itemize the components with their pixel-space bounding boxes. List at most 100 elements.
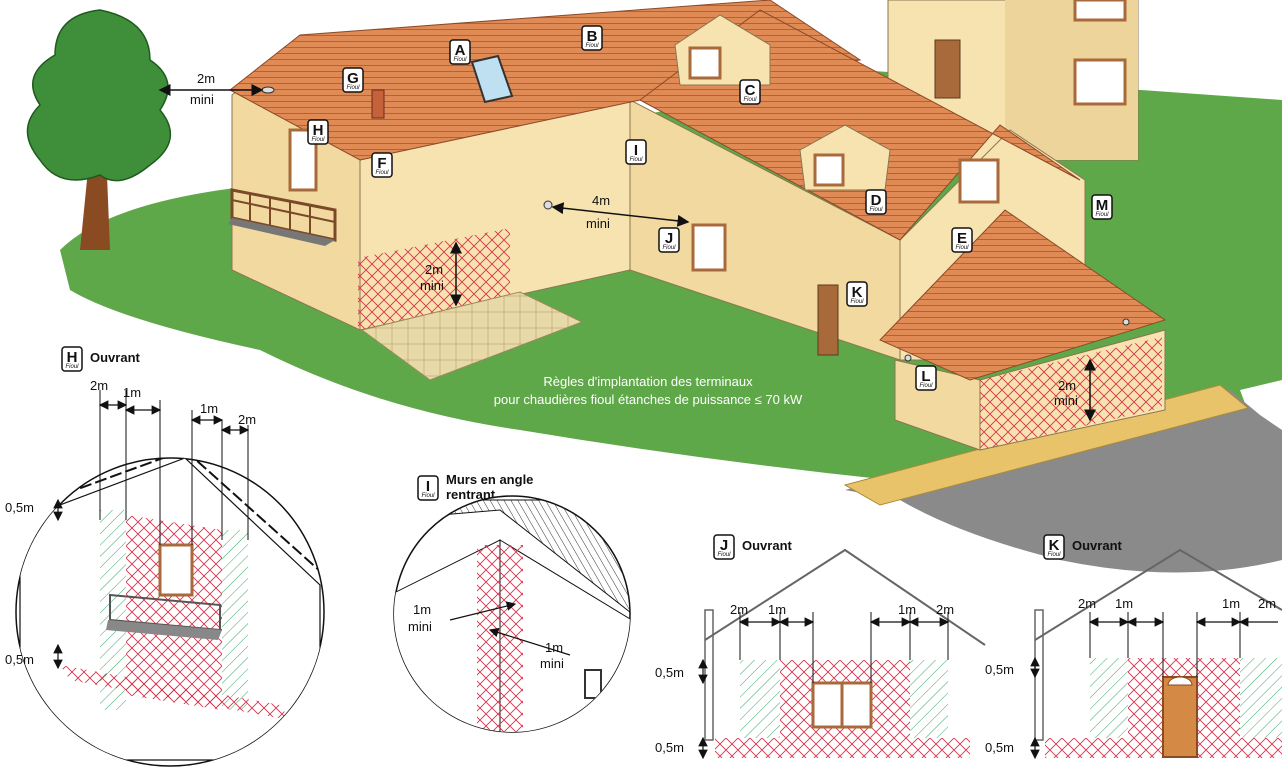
svg-text:Fioul: Fioul xyxy=(743,97,757,103)
tree-dist-label: 2m xyxy=(197,71,215,86)
detail-h: H Fioul Ouvrant 2m 1m 1m 2m xyxy=(5,346,325,767)
detail-i-a2m: mini xyxy=(540,656,564,671)
detail-k-v1: 0,5m xyxy=(985,662,1014,677)
svg-text:I: I xyxy=(634,142,638,159)
garage-h-label: 2m xyxy=(1058,378,1076,393)
detail-j-d3: 1m xyxy=(898,602,916,617)
road xyxy=(845,390,1282,573)
svg-text:Fioul: Fioul xyxy=(311,137,325,143)
svg-text:K: K xyxy=(1049,537,1060,554)
svg-text:C: C xyxy=(745,82,756,99)
marker-d: D Fioul xyxy=(865,189,887,215)
house xyxy=(228,0,1167,451)
marker-m: M Fioul xyxy=(1091,194,1113,220)
svg-text:Fioul: Fioul xyxy=(717,552,731,558)
svg-text:Fioul: Fioul xyxy=(346,85,360,91)
svg-text:M: M xyxy=(1096,197,1109,214)
detail-k-d2: 1m xyxy=(1115,596,1133,611)
marker-i: I Fioul xyxy=(625,139,647,165)
svg-text:L: L xyxy=(921,368,930,385)
garage-roof xyxy=(879,209,1167,381)
wall-dist-label: 4m xyxy=(592,193,610,208)
marker-f: F Fioul xyxy=(371,152,393,178)
detail-k-v2: 0,5m xyxy=(985,740,1014,755)
svg-text:H: H xyxy=(67,349,78,366)
svg-text:J: J xyxy=(720,537,728,554)
wall-mini-label: mini xyxy=(586,216,610,231)
marker-a: A Fioul xyxy=(449,39,471,65)
svg-text:Fioul: Fioul xyxy=(869,207,883,213)
detail-h-title: Ouvrant xyxy=(90,350,141,365)
detail-j-v2: 0,5m xyxy=(655,740,684,755)
marker-h: H Fioul xyxy=(307,119,329,145)
detail-j-d4: 2m xyxy=(936,602,954,617)
svg-text:Fioul: Fioul xyxy=(1047,552,1061,558)
svg-text:Fioul: Fioul xyxy=(662,245,676,251)
detail-k-d4: 2m xyxy=(1258,596,1276,611)
detail-i-a1m: mini xyxy=(408,619,432,634)
svg-text:Fioul: Fioul xyxy=(453,57,467,63)
detail-h-d3: 1m xyxy=(200,401,218,416)
detail-i-badge: I Fioul xyxy=(417,475,439,501)
svg-text:Fioul: Fioul xyxy=(850,299,864,305)
svg-text:Fioul: Fioul xyxy=(955,245,969,251)
marker-j: J Fioul xyxy=(658,227,680,253)
terrace xyxy=(360,291,584,381)
svg-text:E: E xyxy=(957,230,967,247)
detail-k-d3: 1m xyxy=(1222,596,1240,611)
svg-text:J: J xyxy=(665,230,673,247)
detail-i: I Fioul Murs en angle rentrant 1m mini 1… xyxy=(393,472,631,733)
detail-i-title2: rentrant xyxy=(446,487,496,502)
marker-b: B Fioul xyxy=(581,25,603,51)
marker-e: E Fioul xyxy=(951,227,973,253)
svg-text:B: B xyxy=(587,28,598,45)
detail-j-badge: J Fioul xyxy=(713,534,735,560)
marker-l: L Fioul xyxy=(915,365,937,391)
caption-line1: Règles d'implantation des terminaux xyxy=(543,374,753,389)
svg-text:H: H xyxy=(313,122,324,139)
detail-k-d1: 2m xyxy=(1078,596,1096,611)
marker-k: K Fioul xyxy=(846,281,868,307)
svg-text:Fioul: Fioul xyxy=(629,157,643,163)
detail-j: J Fioul Ouvrant 2m 1m 1m 2m 0,5m 0,5m xyxy=(655,534,986,760)
svg-text:D: D xyxy=(871,192,882,209)
tree-mini-label: mini xyxy=(190,92,214,107)
detail-i-a1: 1m xyxy=(413,602,431,617)
svg-text:G: G xyxy=(347,70,359,87)
svg-text:Fioul: Fioul xyxy=(919,383,933,389)
detail-i-title1: Murs en angle xyxy=(446,472,533,487)
caption-line2: pour chaudières fioul étanches de puissa… xyxy=(494,392,803,407)
detail-h-v1: 0,5m xyxy=(5,500,34,515)
svg-text:Fioul: Fioul xyxy=(421,493,435,499)
detail-j-title: Ouvrant xyxy=(742,538,793,553)
garage-mini-label: mini xyxy=(1054,393,1078,408)
garage-hatch xyxy=(980,337,1162,450)
detail-h-badge: H Fioul xyxy=(61,346,83,372)
terrace-mini-label: mini xyxy=(420,278,444,293)
svg-text:K: K xyxy=(852,284,863,301)
detail-k-title: Ouvrant xyxy=(1072,538,1123,553)
detail-k-badge: K Fioul xyxy=(1043,534,1065,560)
marker-g: G Fioul xyxy=(342,67,364,93)
detail-h-d1: 2m xyxy=(90,378,108,393)
detail-j-d1: 2m xyxy=(730,602,748,617)
svg-text:Fioul: Fioul xyxy=(1095,212,1109,218)
main-scene: 2m mini 4m mini 2m mini 2m mini Règles d… xyxy=(26,0,1282,573)
svg-text:Fioul: Fioul xyxy=(65,364,79,370)
tree xyxy=(26,9,172,250)
detail-h-v2: 0,5m xyxy=(5,652,34,667)
svg-text:Fioul: Fioul xyxy=(375,170,389,176)
detail-h-d4: 2m xyxy=(238,412,256,427)
detail-j-v1: 0,5m xyxy=(655,665,684,680)
svg-text:F: F xyxy=(377,155,386,172)
svg-text:A: A xyxy=(455,42,466,59)
detail-i-a2: 1m xyxy=(545,640,563,655)
detail-h-d2: 1m xyxy=(123,385,141,400)
svg-text:I: I xyxy=(426,478,430,495)
marker-c: C Fioul xyxy=(739,79,761,105)
detail-j-d2: 1m xyxy=(768,602,786,617)
terrace-h-label: 2m xyxy=(425,262,443,277)
detail-k: K Fioul Ouvrant 2m 1m 1m 2m 0,5m 0,5m xyxy=(985,534,1282,760)
svg-text:Fioul: Fioul xyxy=(585,43,599,49)
